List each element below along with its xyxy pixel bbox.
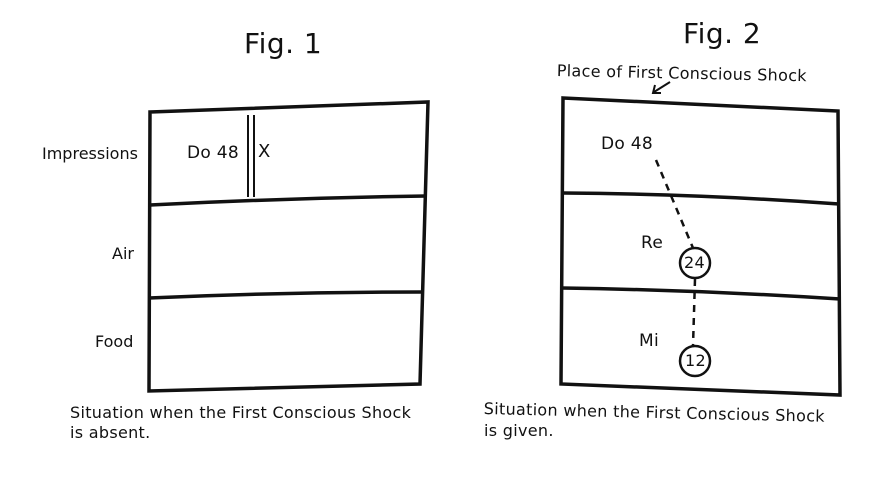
fig2-box-outline xyxy=(559,96,842,397)
fig1-divider-air-food xyxy=(148,290,423,300)
fig1-title: Fig. 1 xyxy=(244,27,323,60)
fig2-caption-line2: is given. xyxy=(484,421,554,440)
fig2-divider-air-food xyxy=(561,286,841,301)
fig2-circle-12-value: 12 xyxy=(685,351,706,370)
fig1-row-label-air: Air xyxy=(112,244,134,263)
fig2-note-re: Re xyxy=(641,233,664,253)
fig1-caption-line2: is absent. xyxy=(70,423,151,442)
fig1-caption-line1: Situation when the First Conscious Shock xyxy=(70,403,412,422)
fig2-shock-arrow-line xyxy=(653,81,671,93)
fig1-row-label-food: Food xyxy=(95,332,134,351)
fig1-note-do48: Do 48 xyxy=(187,143,240,163)
fig2-dashed-line-upper xyxy=(654,159,695,249)
fig2-note-mi: Mi xyxy=(639,331,659,351)
fig2-dashed-line-lower xyxy=(691,278,697,347)
fig2-circle-24-value: 24 xyxy=(684,253,705,272)
fig2-divider-impressions-air xyxy=(562,191,840,206)
fig2-circle-24 xyxy=(678,246,712,280)
fig1-divider-impressions-air xyxy=(149,194,427,207)
fig2-shock-arrow-head xyxy=(651,84,661,94)
fig2-note-do48: Do 48 xyxy=(601,134,654,154)
fig2-title: Fig. 2 xyxy=(683,17,762,50)
fig1-row-label-impressions: Impressions xyxy=(42,144,138,163)
fig2-circle-12 xyxy=(678,344,712,378)
fig1-stop-mark: X xyxy=(258,141,271,162)
